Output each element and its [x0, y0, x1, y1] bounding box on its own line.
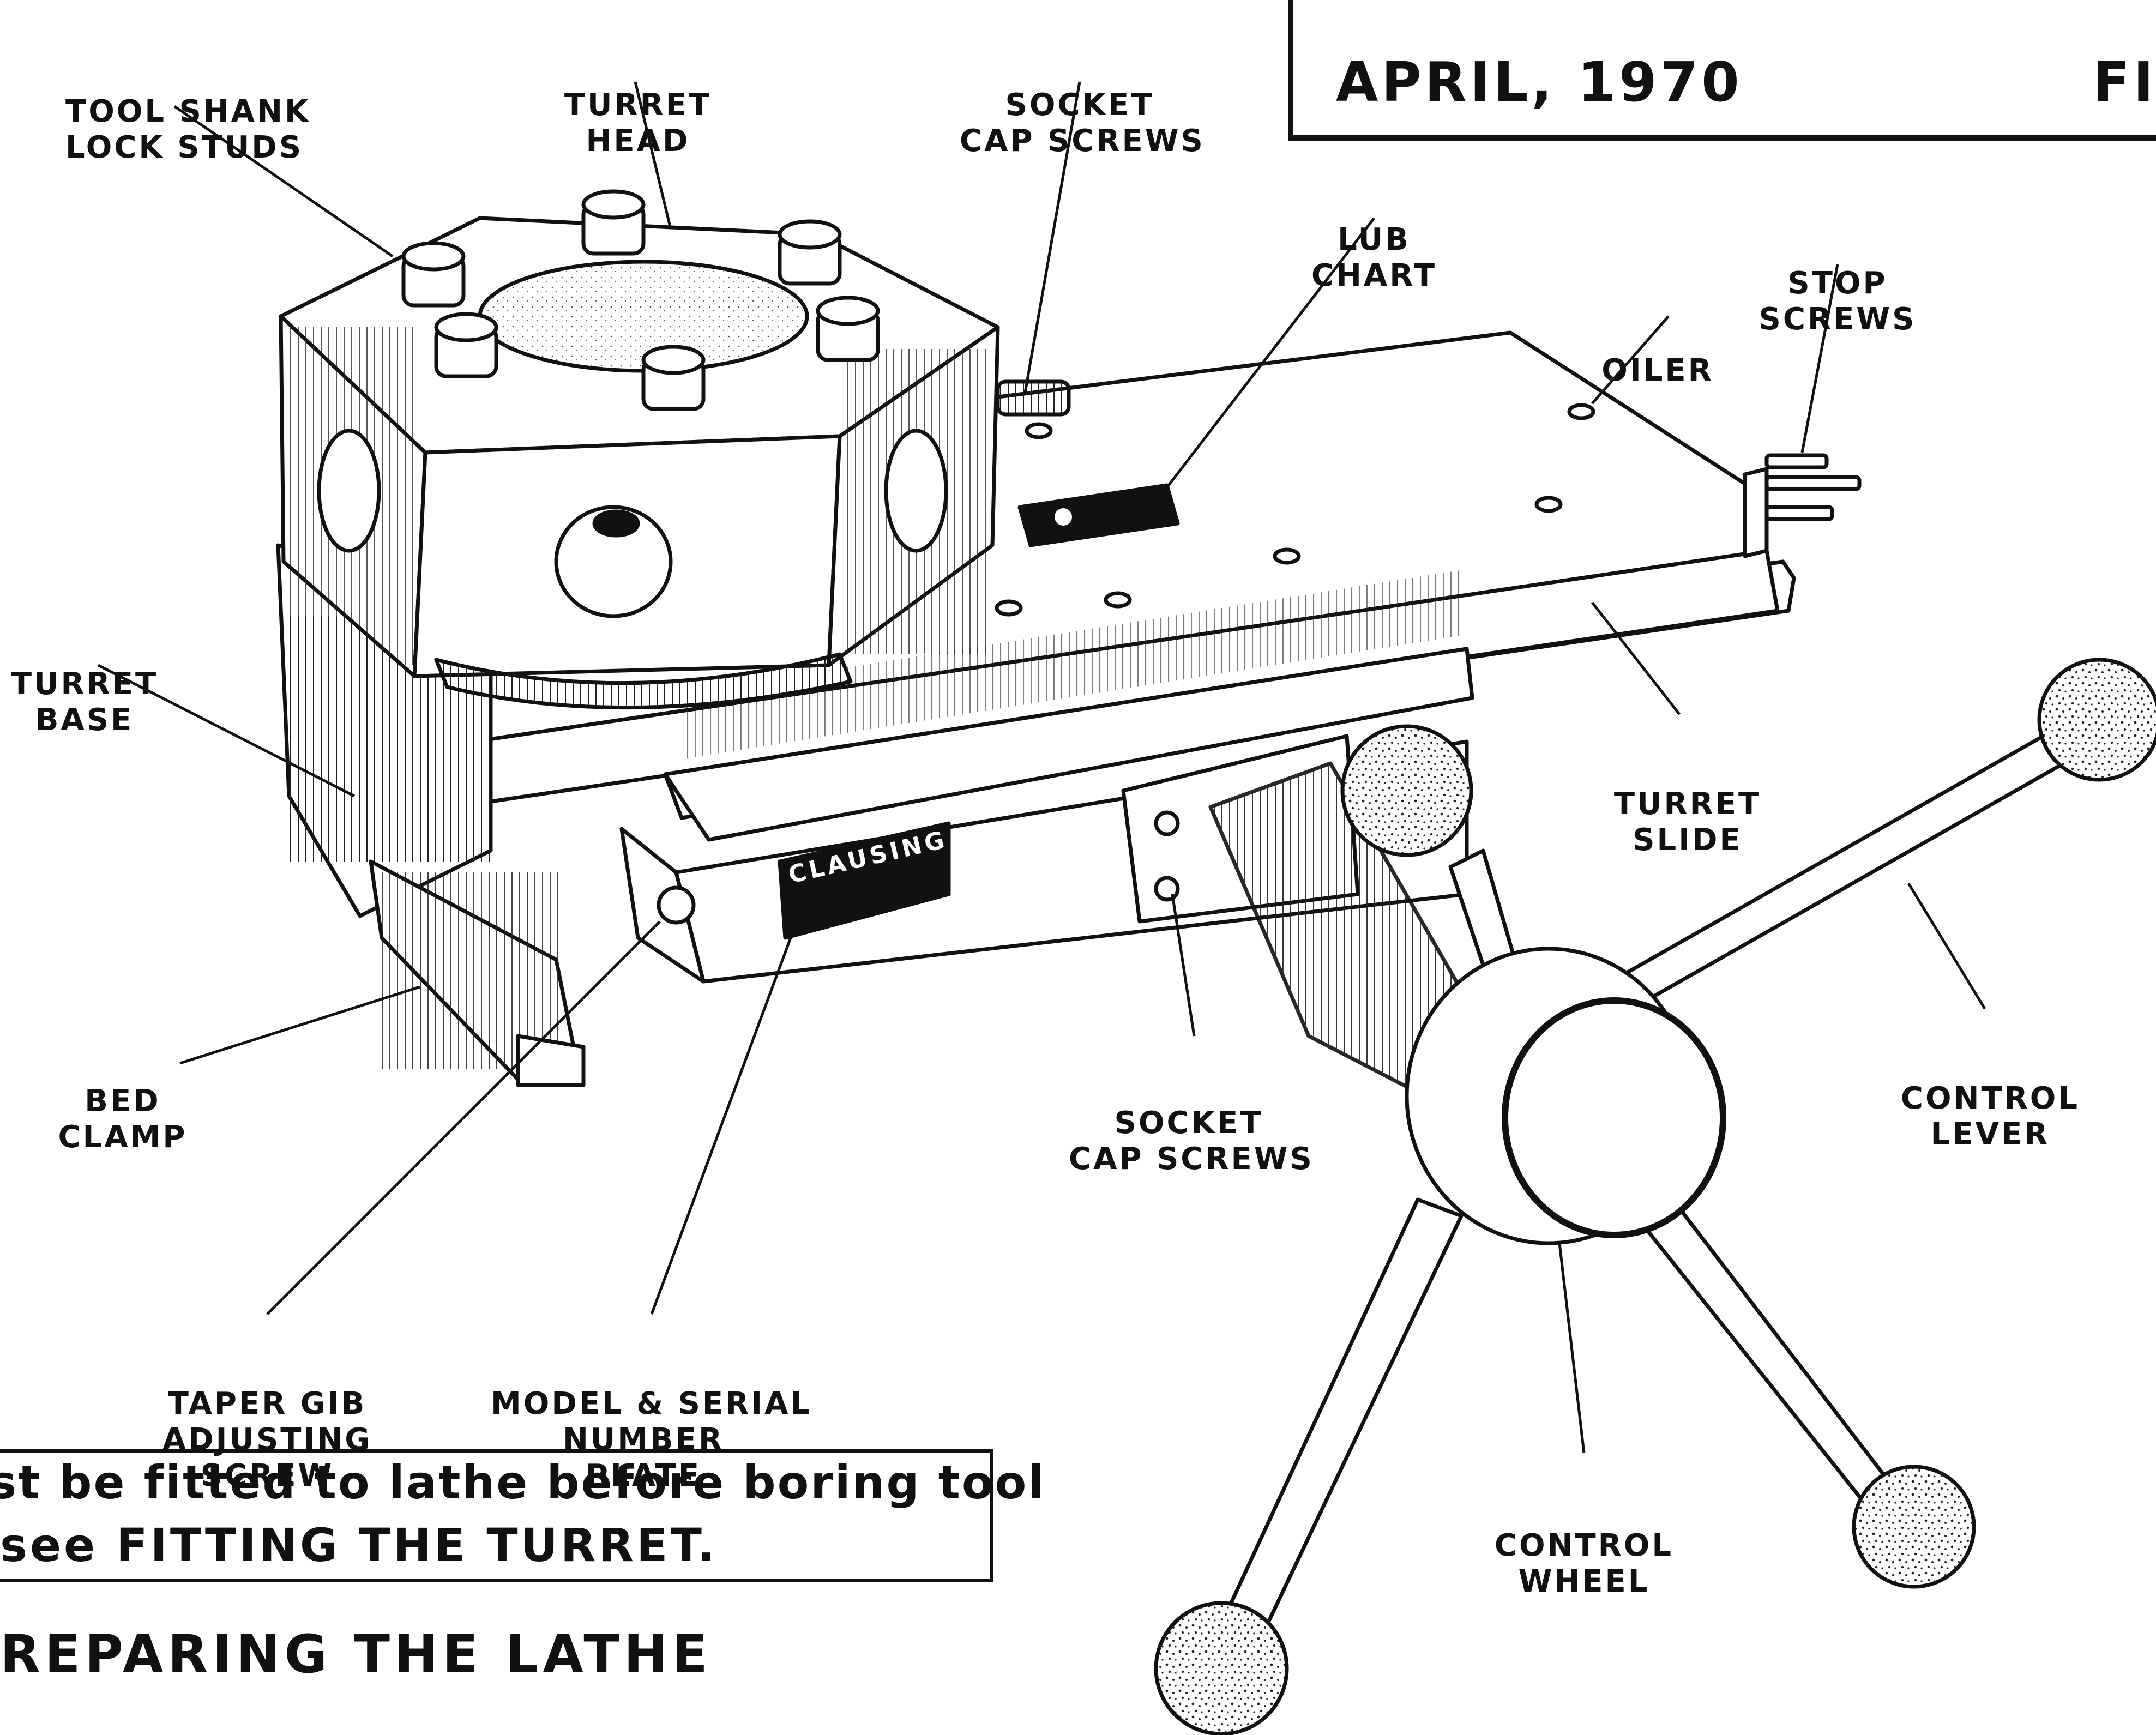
- slide-end-block: [1743, 467, 1769, 558]
- note-line-2: see FITTING THE TURRET.: [0, 1519, 718, 1572]
- header-date: APRIL, 1970: [1336, 50, 1743, 114]
- tool-hole-right: [884, 429, 948, 553]
- control-lever-knob: [1340, 724, 1473, 857]
- model-serial-plate: [778, 821, 951, 940]
- header-figure-label: FI: [2093, 50, 2156, 114]
- spoke-knob-right: [2037, 658, 2156, 782]
- label-oiler: OILER: [1601, 353, 1714, 388]
- spoke-knob-bottom-left: [1154, 1601, 1289, 1735]
- lock-studs: [401, 189, 880, 411]
- oiler: [1567, 403, 1595, 420]
- control-wheel-hub-face: [1502, 997, 1726, 1238]
- note-line-1: st be fitted to lathe before boring tool: [0, 1456, 1046, 1509]
- turret-top-disc: [478, 260, 809, 373]
- leader-lines: [97, 81, 1986, 1454]
- header-box: [1288, 0, 2156, 141]
- bed-clamp-hatch: [376, 872, 562, 1069]
- spoke-knob-bottom-right: [1852, 1465, 1976, 1589]
- tool-hole-left: [317, 429, 381, 553]
- bed-clamp-foot: [516, 1034, 586, 1087]
- note-box: [0, 1449, 993, 1582]
- tool-hole-front: [554, 505, 673, 618]
- gib-bar: [663, 647, 1474, 842]
- taper-gib-hatch: [682, 570, 1461, 760]
- lub-chart-plate: [1017, 483, 1180, 547]
- section-heading: REPARING THE LATHE: [0, 1624, 712, 1685]
- stop-screws: [1764, 453, 1862, 521]
- socket-cap-screw-top: [996, 379, 1071, 417]
- tool-hole-front-inner: [592, 509, 640, 538]
- turret-index-ring: [434, 652, 853, 710]
- gib-adjusting-screw: [657, 885, 696, 925]
